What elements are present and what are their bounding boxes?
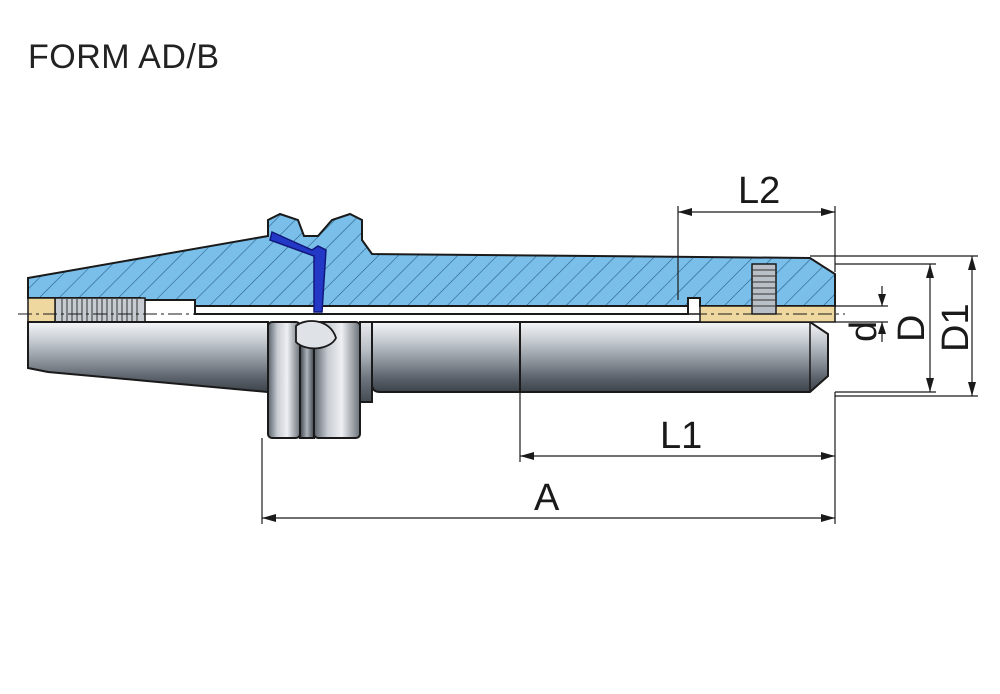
dimension-arrows bbox=[262, 208, 976, 522]
bore-line bbox=[194, 306, 689, 315]
coolant-key bbox=[269, 230, 327, 313]
label-l1: L1 bbox=[660, 415, 702, 457]
label-d-small: d bbox=[843, 321, 885, 342]
taper-shank bbox=[27, 321, 269, 394]
pull-stud-thread bbox=[54, 297, 146, 323]
clamping-shank bbox=[519, 321, 829, 393]
label-a: A bbox=[534, 477, 560, 519]
orientation-notch bbox=[295, 320, 337, 350]
dimension-lines bbox=[261, 206, 978, 524]
set-screw-threads bbox=[752, 269, 776, 307]
neck bbox=[359, 321, 373, 403]
label-d-big: D bbox=[891, 315, 933, 342]
section-upper-body bbox=[27, 212, 836, 307]
thread-lines bbox=[61, 299, 138, 321]
main-cylinder bbox=[371, 321, 521, 393]
flange-groove bbox=[299, 339, 315, 439]
form-title: FORM AD/B bbox=[28, 38, 220, 76]
label-d1: D1 bbox=[935, 303, 977, 352]
pull-stud-face bbox=[27, 297, 56, 323]
label-l2: L2 bbox=[738, 170, 780, 212]
